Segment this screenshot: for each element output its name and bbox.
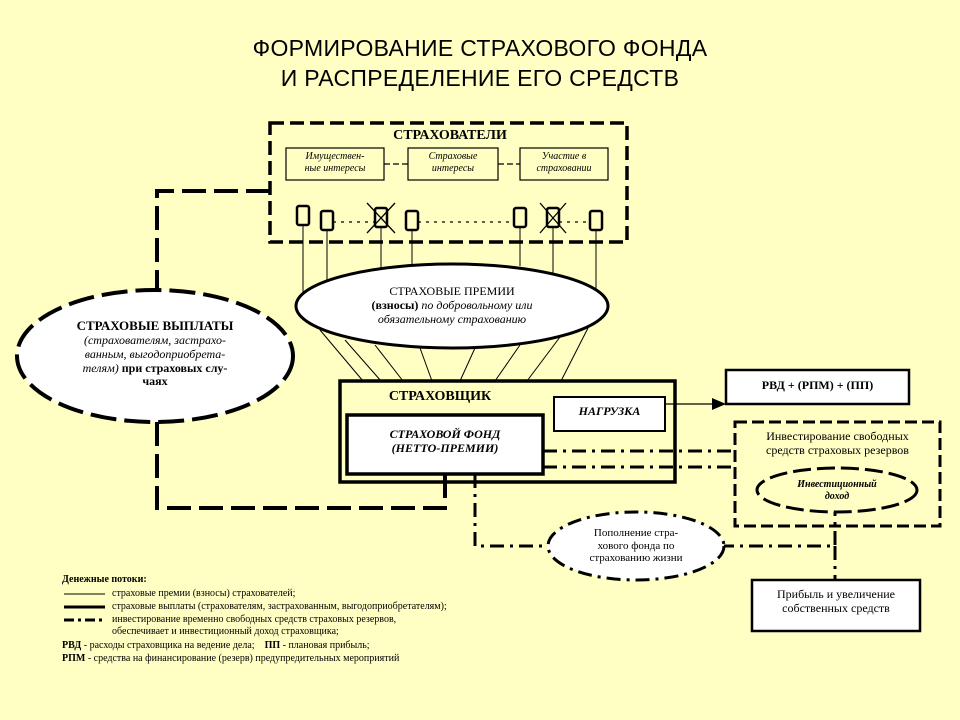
pribyl-label: Прибыль и увеличение собственных средств — [752, 587, 920, 616]
fond-line-2: (НЕТТО-ПРЕМИИ) — [391, 440, 499, 455]
investirovanie-line-2: средств страховых резервов — [766, 442, 909, 457]
fond-box — [345, 413, 545, 476]
premii-label: СТРАХОВЫЕ ПРЕМИИ (взносы) по добровольно… — [320, 284, 584, 326]
strakhovshchik-label: СТРАХОВЩИК — [388, 389, 492, 404]
title-line-2: И РАСПРЕДЕЛЕНИЕ ЕГО СРЕДСТВ — [280, 65, 680, 91]
strakhovateli-box — [268, 121, 629, 244]
payout-flow-top — [155, 189, 270, 291]
legend-samples — [64, 593, 105, 622]
premii-ellipse — [294, 262, 610, 350]
popolnenie-line-1: Пополнение стра- — [593, 527, 679, 539]
fond-line-1: СТРАХОВОЙ ФОНД — [389, 427, 501, 441]
popolnenie-label: Пополнение стра- хового фонда по страхов… — [560, 527, 712, 565]
rvd-arrowhead — [712, 398, 726, 410]
premii-line-2: (взносы) по добровольному или — [371, 297, 533, 312]
premii-line-1: СТРАХОВЫЕ ПРЕМИИ — [389, 284, 515, 298]
premii-line-3: обязательному страхованию — [377, 311, 527, 326]
strakhovateli-heading: СТРАХОВАТЕЛИ — [393, 128, 507, 143]
payout-flow-bottom — [155, 422, 447, 510]
interest-label-1: Имуществен-ные интересы — [304, 151, 366, 174]
pribyl-line-2: собственных средств — [782, 600, 890, 615]
vyplaty-line-1: СТРАХОВЫЕ ВЫПЛАТЫ — [76, 318, 234, 333]
doxod-line-1: Инвестиционный — [797, 479, 877, 490]
investirovanie-box — [733, 420, 942, 528]
doxod-ellipse — [755, 466, 919, 514]
popolnenie-line-3: страхованию жизни — [589, 552, 683, 565]
doxod-label: Инвестиционный доход — [772, 479, 902, 502]
investment-flows — [473, 449, 837, 580]
legend-item-1: страховые премии (взносы) страхователей; — [112, 588, 296, 599]
nagruzka-label: НАГРУЗКА — [578, 404, 641, 418]
fond-label: СТРАХОВОЙ ФОНД (НЕТТО-ПРЕМИИ) — [347, 427, 543, 456]
insured-markers — [295, 204, 604, 232]
doxod-line-2: доход — [824, 490, 850, 502]
page-title: ФОРМИРОВАНИЕ СТРАХОВОГО ФОНДА И РАСПРЕДЕ… — [0, 33, 960, 93]
nagruzka-box — [553, 396, 666, 432]
rvd-label: РВД + (РПМ) + (ПП) — [761, 378, 874, 392]
vyplaty-line-2: (страхователям, застрахо- — [83, 332, 226, 347]
popolnenie-ellipse — [546, 510, 726, 582]
legend-abbr-rpm: РПМ - средства на финансирование (резерв… — [62, 653, 400, 664]
title-line-1: ФОРМИРОВАНИЕ СТРАХОВОГО ФОНДА — [252, 35, 708, 61]
vyplaty-label: СТРАХОВЫЕ ВЫПЛАТЫ (страхователям, застра… — [45, 318, 265, 389]
legend-item-3b: обеспечивает и инвестиционный доход стра… — [112, 626, 339, 637]
legend-abbr-rvd-pp: РВД - расходы страховщика на ведение дел… — [62, 640, 370, 651]
pribyl-line-1: Прибыль и увеличение — [776, 587, 895, 601]
vyplaty-line-4: телям) при страховых слу- — [82, 360, 228, 375]
strakhovshchik-box — [338, 379, 677, 484]
investirovanie-line-1: Инвестирование свободных — [766, 429, 909, 443]
legend-item-2: страховые выплаты (страхователям, застра… — [112, 601, 447, 612]
premium-lines-top — [302, 226, 597, 293]
legend-item-3a: инвестирование временно свободных средст… — [112, 614, 397, 625]
investirovanie-label: Инвестирование свободных средств страхов… — [737, 429, 938, 458]
vyplaty-line-5: чаях — [142, 374, 168, 389]
premium-lines-bottom — [319, 327, 589, 382]
vyplaty-line-3: ванным, выгодоприобрета- — [84, 346, 226, 361]
legend-heading: Денежные потоки: — [62, 574, 147, 585]
popolnenie-line-2: хового фонда по — [597, 539, 675, 552]
cross-marks — [366, 202, 567, 234]
pribyl-box — [750, 578, 922, 633]
rvd-box — [724, 368, 911, 406]
